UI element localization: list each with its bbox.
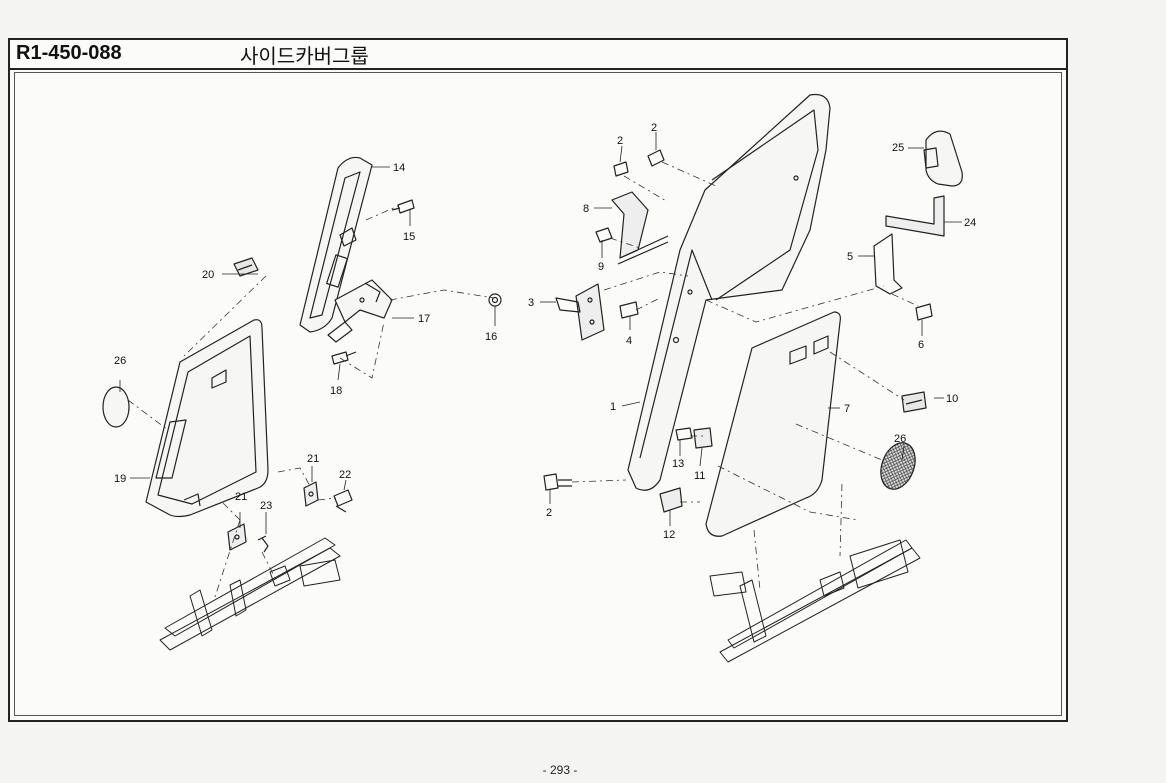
callout-24: 24 [964, 217, 976, 229]
callout-21a: 21 [307, 453, 319, 465]
bolt-part-2-upper-right [647, 149, 665, 167]
bracket-part-21-upper [303, 481, 319, 507]
bolt-part-22 [333, 489, 353, 513]
page-number: - 293 - [542, 763, 578, 777]
bolt-part-18 [331, 351, 357, 365]
callout-10: 10 [946, 393, 958, 405]
callout-18: 18 [330, 385, 342, 397]
callout-3: 3 [528, 297, 534, 309]
callout-19: 19 [114, 473, 126, 485]
round-cover-part-26-left [102, 386, 130, 428]
callout-labels: 14 15 20 16 17 18 26 19 21 22 21 23 2 2 … [114, 122, 976, 541]
callout-11: 11 [694, 470, 705, 482]
stay-part-5 [873, 233, 903, 295]
callout-1: 1 [610, 401, 616, 413]
callout-4: 4 [626, 335, 632, 347]
clip-part-20 [233, 257, 259, 277]
callout-21b: 21 [235, 491, 247, 503]
bolt-part-13 [675, 427, 693, 441]
clip-part-10 [901, 391, 927, 413]
group-title: 사이드카버그룹 [240, 44, 369, 68]
mesh-grille-part-26-right [880, 442, 916, 490]
callout-6: 6 [918, 339, 924, 351]
callout-leaders [119, 132, 962, 534]
upper-side-panel-part-14 [299, 156, 373, 333]
bolt-part-2-upper-left [613, 161, 629, 177]
callout-20: 20 [202, 269, 214, 281]
header-bar: R1-450-088 사이드카버그룹 [10, 40, 1066, 70]
callout-5: 5 [847, 251, 853, 263]
callout-2a: 2 [617, 135, 623, 147]
callout-15: 15 [403, 231, 415, 243]
left-frame-rail [159, 537, 341, 651]
callout-9: 9 [598, 261, 604, 273]
callout-8: 8 [583, 203, 589, 215]
callout-17: 17 [418, 313, 430, 325]
nut-part-16 [488, 293, 502, 307]
right-frame-rail [709, 539, 921, 663]
bracket-part-17 [327, 279, 393, 343]
callout-26a: 26 [114, 355, 126, 367]
clip-part-12 [659, 487, 683, 513]
callout-16: 16 [485, 331, 497, 343]
callout-7: 7 [844, 403, 850, 415]
callout-25: 25 [892, 142, 904, 154]
side-cover-part-19 [145, 319, 269, 518]
bolt-part-15 [391, 199, 415, 214]
mirror-part-25 [923, 130, 963, 187]
assembly-guide-lines [127, 161, 919, 601]
callout-2b: 2 [651, 122, 657, 134]
clip-part-11 [693, 427, 713, 449]
diagram-area [14, 72, 1062, 716]
large-cover-part-7 [705, 311, 841, 537]
part-code: R1-450-088 [16, 42, 122, 64]
callout-14: 14 [393, 162, 405, 174]
callout-13: 13 [672, 458, 684, 470]
bolt-part-4 [619, 301, 639, 319]
pin-part-23 [257, 535, 269, 553]
callout-26b: 26 [894, 433, 906, 445]
bolt-part-9 [595, 227, 613, 243]
bracket-part-3 [555, 283, 605, 341]
bolt-part-6 [915, 303, 933, 321]
bolt-part-2-lower [543, 473, 572, 491]
callout-2c: 2 [546, 507, 552, 519]
bracket-part-21-lower [227, 523, 247, 551]
callout-12: 12 [663, 529, 675, 541]
mirror-arm-part-24 [885, 195, 945, 237]
callout-23: 23 [260, 500, 272, 512]
bracket-part-8 [611, 191, 669, 265]
callout-22: 22 [339, 469, 351, 481]
main-post-part-1 [627, 93, 831, 491]
